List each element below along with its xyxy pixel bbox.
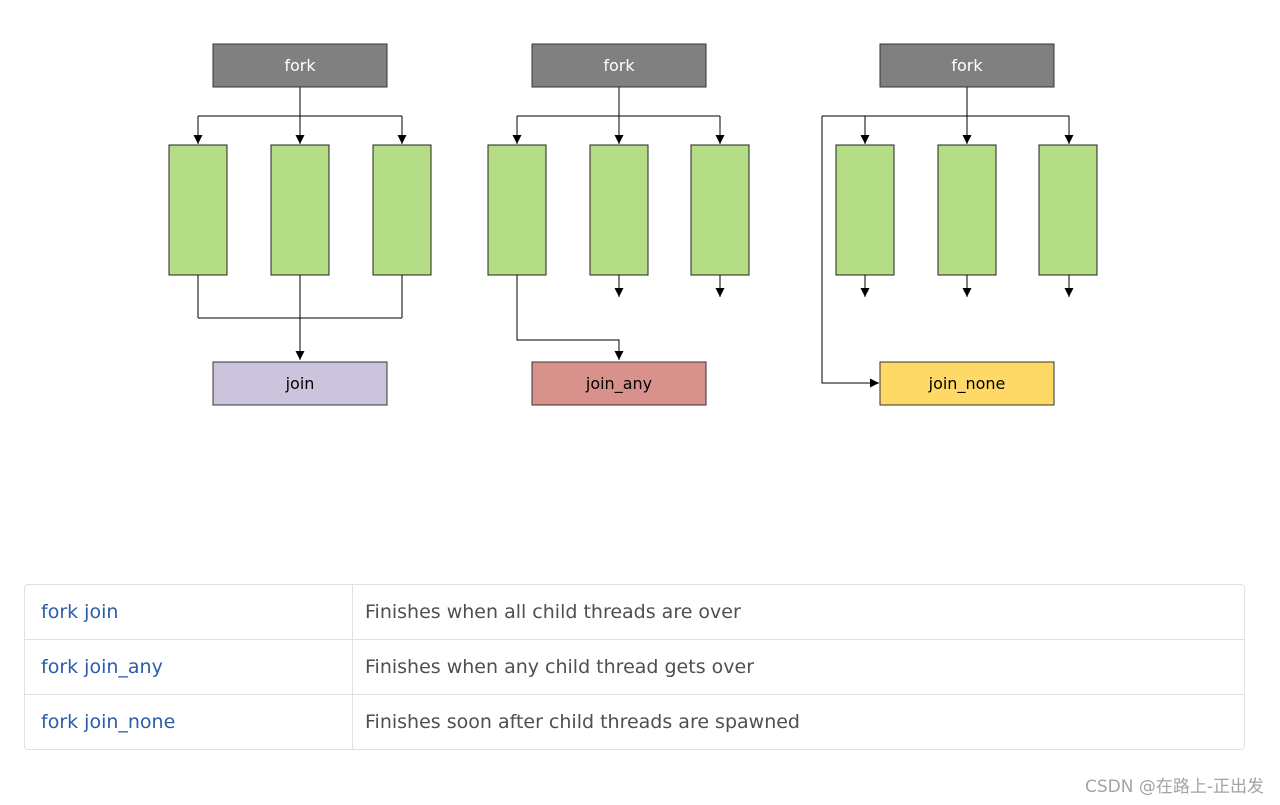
construct-name-cell: fork join [25, 585, 353, 640]
fork-box [212, 43, 388, 88]
child-thread-box [372, 144, 432, 276]
fork-join-comparison-table: fork join Finishes when all child thread… [24, 584, 1245, 750]
child-thread-box [589, 144, 649, 276]
construct-name-cell: fork join_any [25, 640, 353, 695]
table-row: fork join_any Finishes when any child th… [25, 640, 1244, 695]
child-thread-box [690, 144, 750, 276]
diagram-fork-join: fork join [168, 43, 432, 406]
fork-join-diagram: fork join fork join_any [168, 43, 1098, 406]
child-thread-box [835, 144, 895, 276]
description-cell: Finishes when any child thread gets over [353, 640, 1244, 695]
description-cell: Finishes when all child threads are over [353, 585, 1244, 640]
join-label: join [285, 374, 315, 393]
join-none-box [879, 361, 1055, 406]
join-box [212, 361, 388, 406]
fork-label: fork [284, 56, 316, 75]
child-thread-box [168, 144, 228, 276]
watermark: CSDN @在路上-正出发 [1084, 777, 1264, 797]
join-any-box [531, 361, 707, 406]
child-thread-box [487, 144, 547, 276]
fork-label: fork [951, 56, 983, 75]
fork-box [531, 43, 707, 88]
description-cell: Finishes soon after child threads are sp… [365, 711, 800, 733]
construct-name-cell: fork join_none [25, 695, 353, 749]
fork-box [879, 43, 1055, 88]
join-none-label: join_none [928, 374, 1006, 394]
child-thread-box [937, 144, 997, 276]
table-row: fork join Finishes when all child thread… [25, 585, 1244, 640]
diagram-fork-join-any: fork join_any [487, 43, 750, 406]
diagram-fork-join-none: fork join_none [821, 43, 1098, 406]
join-any-label: join_any [585, 374, 652, 394]
child-thread-box [270, 144, 330, 276]
child-thread-box [1038, 144, 1098, 276]
table-row: fork join_none Finishes soon after child… [25, 695, 1244, 749]
fork-label: fork [603, 56, 635, 75]
